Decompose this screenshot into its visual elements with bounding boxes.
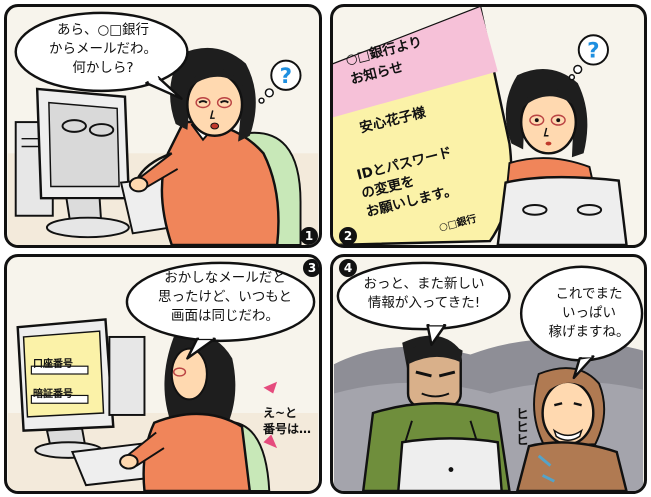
account-number-label: 口座番号: [33, 359, 73, 370]
panel-2-art: ?: [333, 7, 628, 245]
panel-4: おっと、また新しい 情報が入ってきた! これでまた いっぱい 稼げますね。 ヒヒ…: [330, 254, 647, 494]
panel-1-art: ?: [7, 11, 319, 245]
panel-1: ? あら、○□銀行 からメールだわ。 何かしら? 1: [4, 4, 322, 248]
panel-1-speech: あら、○□銀行 からメールだわ。 何かしら?: [49, 22, 157, 76]
panel-4-speech-left: おっと、また新しい 情報が入ってきた!: [363, 276, 485, 311]
panel-number-3: 3: [303, 259, 319, 277]
question-mark-2: ?: [587, 39, 599, 64]
panel-4-art: [333, 261, 644, 491]
panel-number-2: 2: [339, 227, 357, 245]
question-mark-1: ?: [280, 64, 292, 89]
panel-number-1: 1: [300, 227, 318, 245]
panel-2: ? ○□銀行より お知らせ 安心花子様 IDとパスワード の変更を お願いします…: [330, 4, 647, 248]
panel-3-art: [7, 261, 319, 491]
panel-3-speech: おかしなメールだと 思ったけど、いつもと 画面は同じだわ。: [157, 270, 293, 324]
panel-number-4: 4: [339, 259, 357, 277]
hesitation-sfx: え~と 番号は…: [263, 406, 312, 436]
pin-label: 暗証番号: [33, 389, 73, 400]
laughter-sfx: ヒヒヒ: [513, 407, 528, 446]
panel-4-speech-right: これでまた いっぱい 稼げますね。: [548, 286, 630, 340]
panel-3: おかしなメールだと 思ったけど、いつもと 画面は同じだわ。 口座番号 暗証番号 …: [4, 254, 322, 494]
